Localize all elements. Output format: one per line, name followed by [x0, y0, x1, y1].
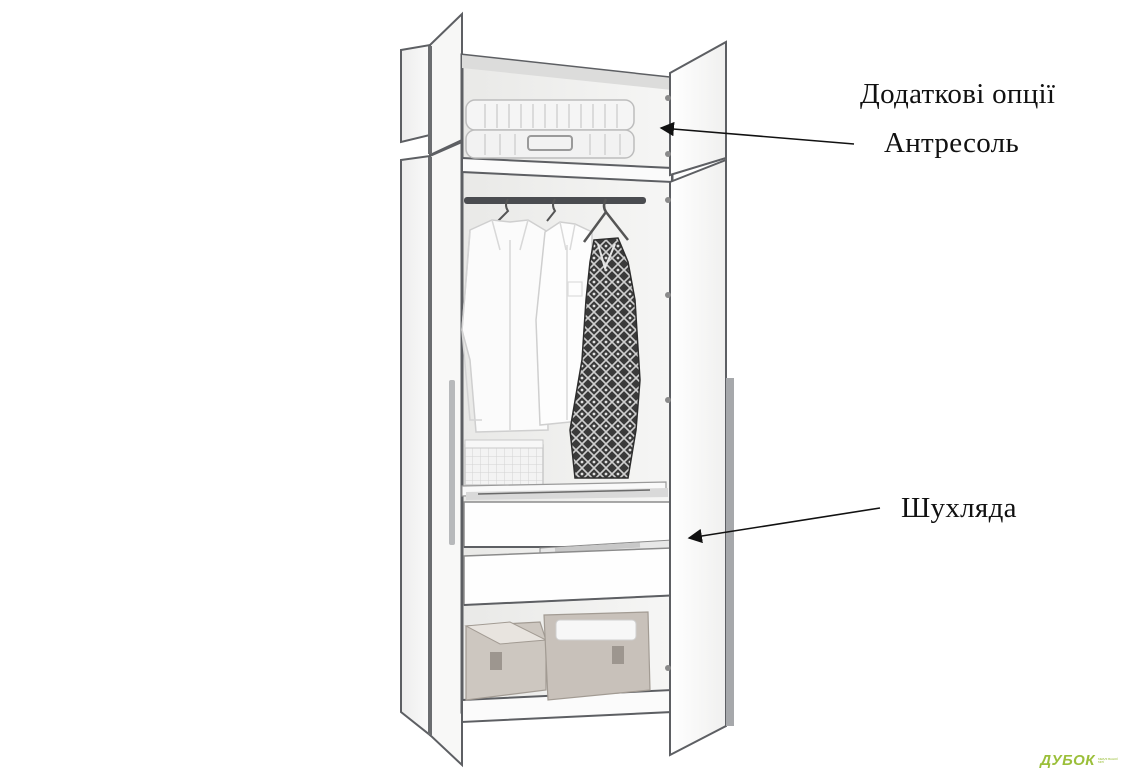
left-lower-door: [400, 140, 463, 768]
left-upper-door: [400, 11, 463, 157]
hinge-icon: [665, 665, 671, 671]
storage-box-left: [464, 621, 548, 701]
white-shirt-middle: [535, 198, 593, 426]
brand-watermark: ДУБОК МЕБЛІ ВАШОЇ МРІЇ: [1040, 752, 1120, 769]
right-upper-door: [665, 40, 727, 177]
knit-dress: [569, 198, 641, 479]
storage-box-right: [543, 611, 651, 701]
hinge-icon: [665, 95, 671, 101]
brand-tagline: МЕБЛІ ВАШОЇ МРІЇ: [1098, 756, 1118, 764]
drawer-arrow: [687, 507, 881, 544]
mezzanine-label: Антресоль: [884, 127, 1019, 159]
suitcase: [465, 99, 635, 159]
options-label: Додаткові опції: [860, 78, 1056, 110]
drawer-label: Шухляда: [901, 492, 1017, 524]
brand-logo-text: ДУБОК: [1040, 752, 1095, 769]
suitcase-handle: [527, 135, 573, 151]
mezzanine-arrow: [659, 121, 855, 145]
hinge-icon: [665, 397, 671, 403]
hinge-icon: [665, 292, 671, 298]
wicker-basket: [464, 439, 544, 486]
right-door-edge: [726, 378, 734, 726]
white-shirt-left: [461, 198, 549, 433]
hinge-icon: [665, 151, 671, 157]
drawer-bottom: [463, 539, 683, 606]
drawer-top: [463, 488, 673, 548]
left-door-handle: [449, 380, 455, 545]
hinge-icon: [665, 197, 671, 203]
right-lower-door: [665, 158, 734, 757]
